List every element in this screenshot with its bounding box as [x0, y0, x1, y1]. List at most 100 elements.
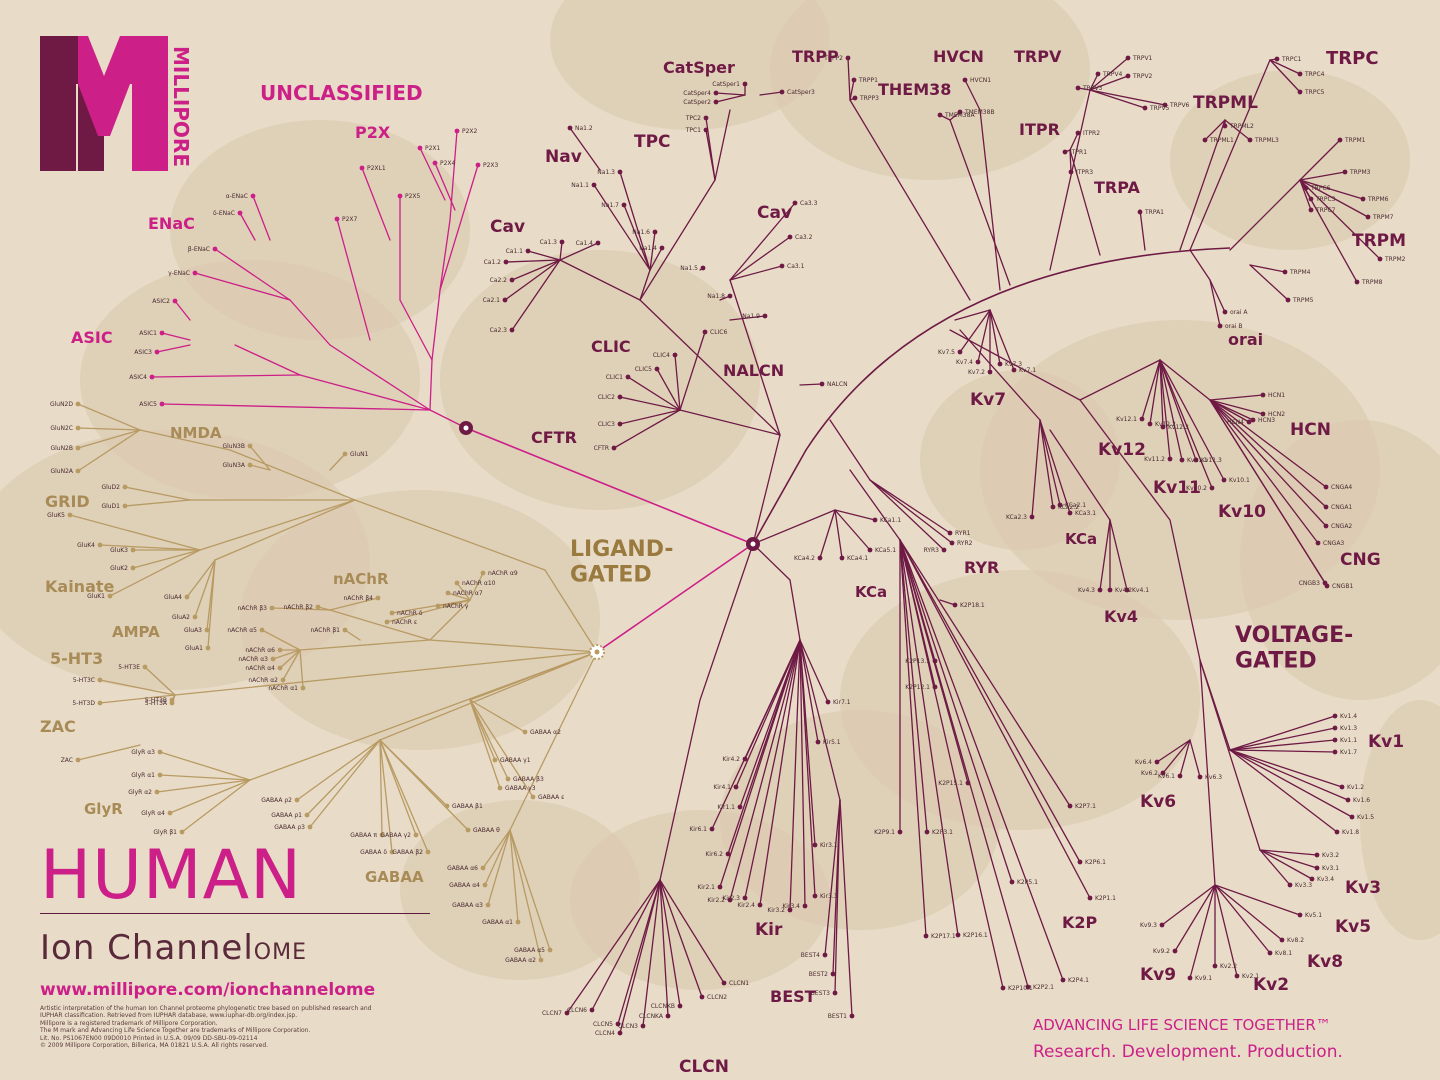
leaf-gabaa-2: [294, 797, 300, 803]
fine-print-line: The M mark and Advancing Life Science To…: [40, 1027, 311, 1035]
leaf-label-kv11-2: Kv11.2: [1144, 456, 1165, 463]
leaf-trpv5: [1142, 105, 1148, 111]
tagline-advancing: ADVANCING LIFE SCIENCE TOGETHER™: [1033, 1016, 1331, 1034]
branch: [181, 779, 251, 833]
branch: [469, 699, 534, 798]
leaf-label-clic5: CLIC5: [635, 366, 652, 373]
leaf-kv11-2: [1167, 456, 1173, 462]
leaf-p2x5: [397, 193, 403, 199]
branch: [1109, 519, 1128, 591]
family-them38: THEM38: [878, 80, 951, 99]
leaf-5-ht3d: [97, 700, 103, 706]
family-nachr: nAChR: [333, 570, 389, 588]
leaf-kv9-1: [1187, 975, 1193, 981]
leaf-trpc4: [1297, 71, 1303, 77]
leaf-kv7-1: [1011, 367, 1017, 373]
leaf-label-kv3-3: Kv3.3: [1295, 882, 1312, 889]
leaf-glyr-3: [157, 749, 163, 755]
leaf-label-kir4-2: Kir4.2: [722, 756, 740, 763]
leaf-trpc1: [1274, 56, 1280, 62]
branch: [1156, 739, 1191, 763]
leaf-label-trpml3: TRPML3: [1254, 137, 1279, 144]
branch: [144, 666, 176, 696]
leaf-label-kv8-2: Kv8.2: [1287, 937, 1304, 944]
leaf-label-na1-1: Na1.1: [571, 182, 589, 189]
leaf-label-kv3-2: Kv3.2: [1322, 852, 1339, 859]
branch: [504, 259, 561, 301]
branch: [1269, 59, 1301, 93]
main-arc: [805, 247, 1231, 451]
branch: [1229, 749, 1338, 833]
leaf-label-gabaa-1: GABAA ρ1: [271, 812, 302, 819]
leaf-label-kir2-4: Kir2.4: [737, 902, 755, 909]
leaf-gabaa-6: [480, 865, 486, 871]
branch: [1189, 249, 1211, 281]
leaf-label-ca2-1: Ca2.1: [483, 297, 501, 304]
branch: [447, 592, 471, 601]
leaf-label-cnga4: CNGA4: [1331, 484, 1352, 491]
leaf-label-catsper3: CatSper3: [787, 89, 815, 96]
leaf-tpc2: [703, 115, 709, 121]
leaf-k2p1-1: [1087, 895, 1093, 901]
leaf-label-nachr: nAChR ε: [392, 619, 417, 626]
leaf-label-kca2-1: KCa2.1: [1065, 502, 1086, 509]
leaf-label-kv5-1: Kv5.1: [1305, 912, 1322, 919]
leaf-trpm8: [1354, 279, 1360, 285]
leaf-kv7-4: [975, 359, 981, 365]
leaf-label-trpm5: TRPM5: [1292, 297, 1314, 304]
branch: [674, 354, 681, 411]
branch: [752, 509, 836, 545]
branch: [329, 344, 431, 411]
branch: [1099, 519, 1111, 591]
family-trpml: TRPML: [1193, 93, 1258, 113]
branch: [354, 499, 546, 571]
leaf-gabaa-2: [522, 729, 528, 735]
branch: [344, 629, 361, 641]
branch: [1209, 399, 1254, 421]
branch: [1299, 179, 1364, 200]
family-nalcn: NALCN: [723, 361, 784, 380]
branch: [639, 299, 781, 436]
leaf-k2p16-1: [955, 932, 961, 938]
branch: [1229, 749, 1336, 753]
branch: [899, 539, 1013, 883]
leaf-kv1-5: [1349, 814, 1355, 820]
branch: [639, 269, 651, 301]
leaf-trpc6: [1303, 185, 1309, 191]
family-ryr: RYR: [964, 558, 999, 577]
leaf-label-kir3-3: Kir3.3: [820, 893, 838, 900]
leaf-label-gabaa-3: GABAA β3: [513, 776, 544, 783]
leaf-label-trpp1: TRPP1: [858, 77, 878, 84]
leaf-label-trpv3: TRPV3: [1082, 85, 1103, 92]
website-link[interactable]: www.millipore.com/ionchannelome: [40, 980, 376, 1000]
tagline-research: Research. Development. Production.: [1033, 1042, 1343, 1062]
leaf-orai-b: [1217, 323, 1223, 329]
leaf-trpm5: [1285, 297, 1291, 303]
branch: [419, 147, 446, 201]
branch: [979, 109, 1001, 291]
leaf-label-trpm8: TRPM8: [1361, 279, 1383, 286]
leaf-ca2-3: [509, 327, 515, 333]
leaf-ca3-3: [792, 200, 798, 206]
branch: [1299, 179, 1381, 260]
branch: [434, 162, 456, 211]
background-blob: [440, 250, 760, 510]
leaf-kir3-1: [812, 842, 818, 848]
leaf-kir2-2: [727, 897, 733, 903]
family-p2x: P2X: [355, 123, 391, 142]
leaf-label-tpc1: TPC1: [685, 127, 701, 134]
leaf-label-kir3-1: Kir3.1: [820, 842, 838, 849]
branch: [509, 829, 542, 961]
branch: [1214, 884, 1283, 941]
leaf-kv10-2: [1209, 485, 1215, 491]
leaf-label-ryr1: RYR1: [955, 530, 971, 537]
leaf-label-glun1: GluN1: [350, 451, 369, 458]
leaf-gabaa-2: [413, 832, 419, 838]
family-asic: ASIC: [71, 328, 113, 347]
leaf-gluk3: [130, 547, 136, 553]
leaf-label-clcn5: CLCN5: [593, 1021, 613, 1028]
leaf-label-zac: ZAC: [61, 757, 73, 764]
branch: [1269, 59, 1301, 75]
fine-print-line: © 2009 Millipore Corporation, Billerica,…: [40, 1042, 269, 1050]
leaf-k2p7-1: [1067, 803, 1073, 809]
